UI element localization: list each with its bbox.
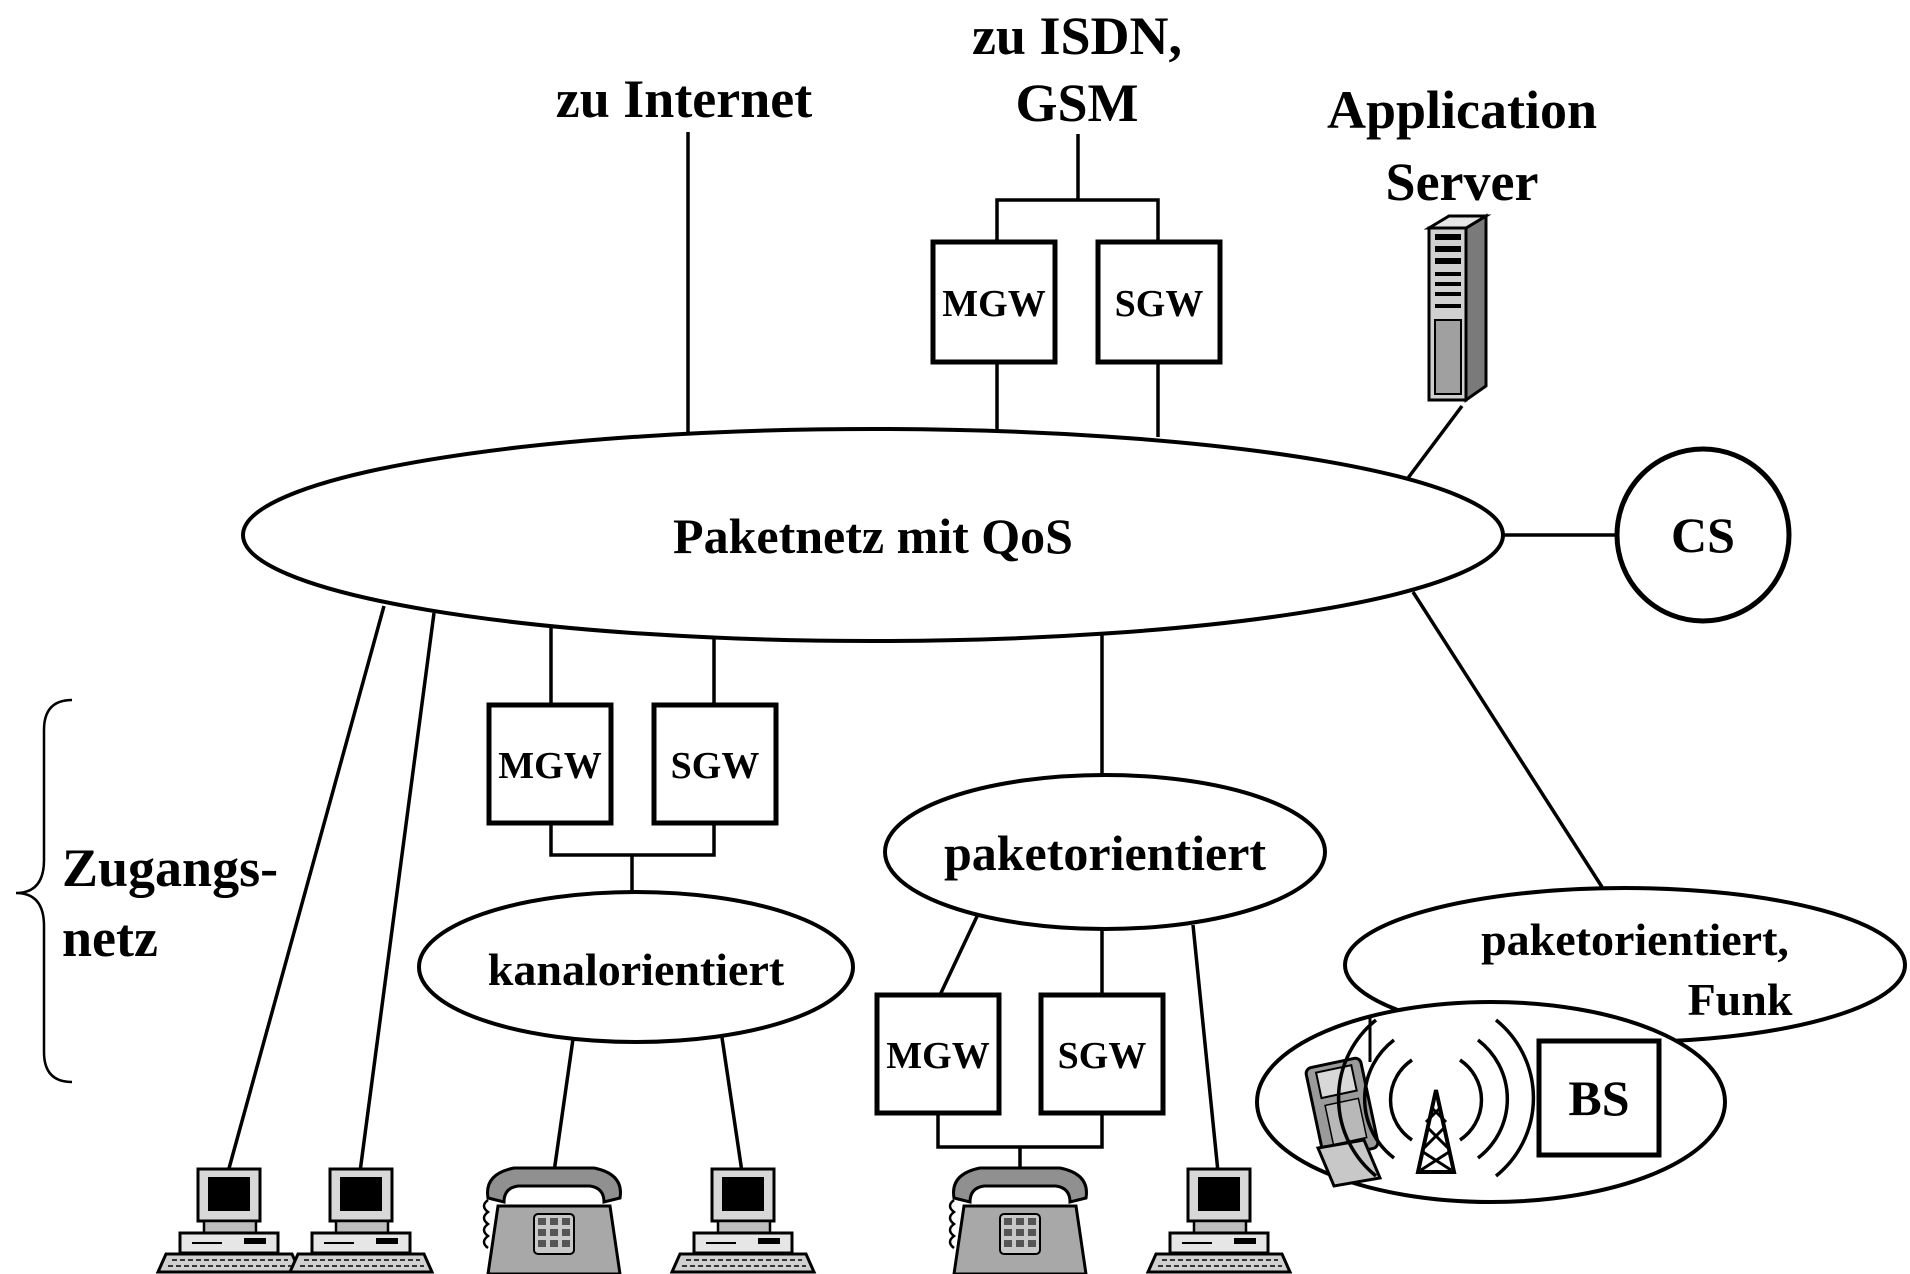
server-label-line1: Application: [1327, 80, 1597, 140]
computer-icon: [1146, 1167, 1292, 1274]
circuit-access-network: kanalorientiert: [417, 890, 855, 1044]
core-sgw: SGW: [1095, 239, 1223, 365]
access-sgw-packet: SGW: [1038, 992, 1166, 1116]
access-mgw-packet: MGW: [874, 992, 1002, 1116]
core-sgw-label: SGW: [1115, 283, 1204, 325]
antenna-tower-icon: [1336, 1018, 1536, 1178]
computer-icon: [670, 1167, 816, 1274]
access-brace: [15, 698, 73, 1084]
circuit-access-label: kanalorientiert: [488, 944, 785, 995]
access-mgw-circuit-label: MGW: [498, 745, 601, 787]
computer-icon: [156, 1167, 302, 1274]
server-tower-icon: [1423, 213, 1492, 403]
core-mgw-label: MGW: [942, 283, 1045, 325]
telephone-icon: [948, 1166, 1088, 1274]
packet-access-label: paketorientiert: [944, 825, 1266, 881]
core-mgw: MGW: [930, 239, 1058, 365]
access-sgw-packet-label: SGW: [1058, 1035, 1147, 1077]
cs-node: CS: [1614, 446, 1792, 624]
base-station-label: BS: [1568, 1070, 1629, 1126]
server-label-line2: Server: [1386, 152, 1539, 212]
access-sgw-circuit-label: SGW: [671, 745, 760, 787]
telephone-icon: [482, 1166, 622, 1274]
base-station: BS: [1536, 1038, 1662, 1158]
isdn-label-line1: zu ISDN,: [972, 6, 1182, 66]
access-label-line2: netz: [62, 908, 158, 968]
core-network: Paketnetz mit QoS: [241, 427, 1505, 643]
radio-access-label-line1: paketorientiert,: [1481, 914, 1789, 965]
access-mgw-circuit: MGW: [486, 702, 614, 826]
access-mgw-packet-label: MGW: [886, 1035, 989, 1077]
packet-access-network: paketorientiert: [883, 773, 1327, 931]
core-network-label: Paketnetz mit QoS: [673, 508, 1073, 564]
cs-label: CS: [1671, 507, 1735, 563]
internet-label: zu Internet: [556, 69, 812, 129]
computer-icon: [288, 1167, 434, 1274]
access-sgw-circuit: SGW: [651, 702, 779, 826]
mobile-phone-icon: [1304, 1016, 1383, 1188]
radio-access-label-line2: Funk: [1688, 974, 1793, 1025]
access-label-line1: Zugangs-: [62, 838, 278, 898]
isdn-label-line2: GSM: [1015, 73, 1138, 133]
